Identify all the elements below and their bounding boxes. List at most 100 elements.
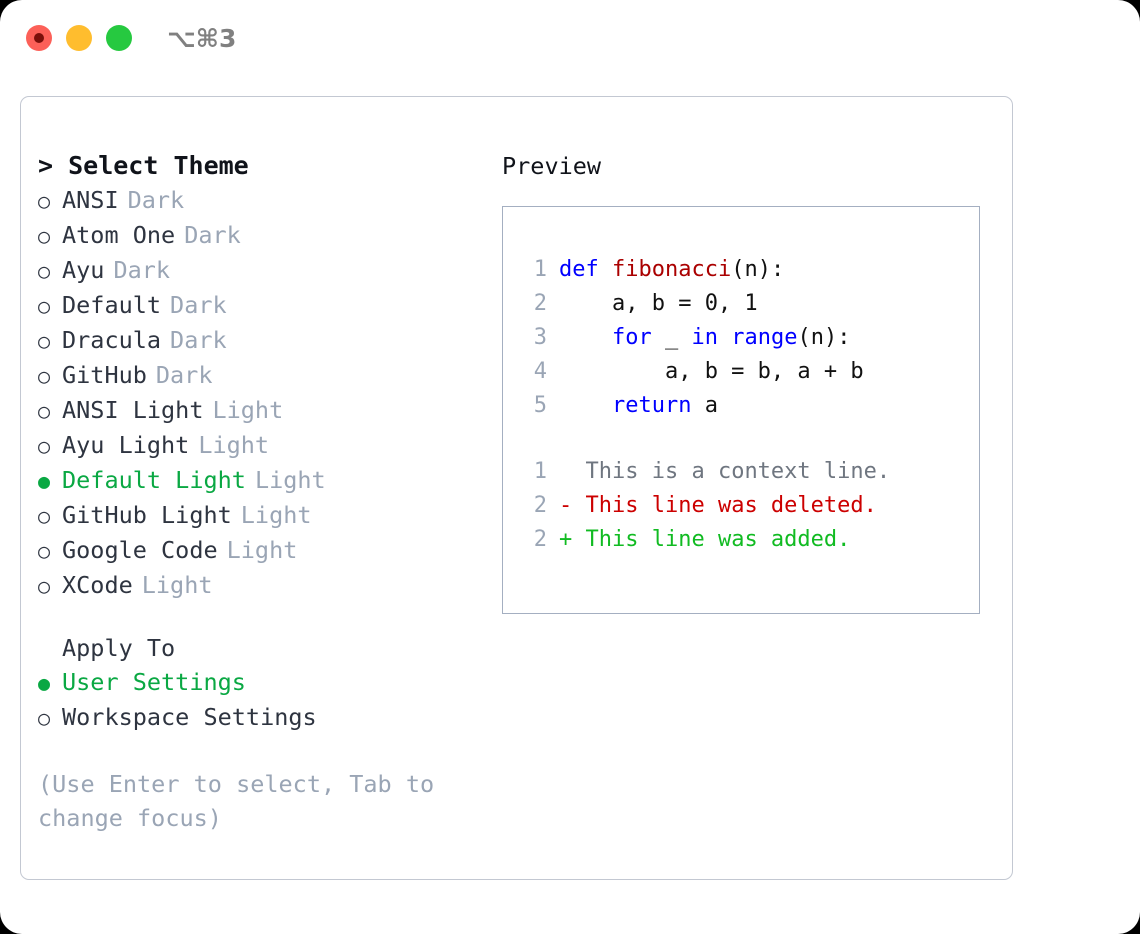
code-token-plain: (n): bbox=[731, 257, 785, 282]
radio-unselected-icon: ○ bbox=[38, 224, 51, 248]
diff-line-text: - This line was deleted. bbox=[559, 489, 877, 523]
radio-unselected-icon: ○ bbox=[38, 504, 51, 528]
theme-option-ayu-light[interactable]: ○ Ayu Light Light bbox=[38, 428, 468, 463]
diff-text: This line was deleted. bbox=[585, 493, 877, 518]
radio-selected-icon: ● bbox=[38, 469, 51, 493]
maximize-button-icon[interactable] bbox=[106, 25, 132, 51]
code-token-kw: in bbox=[691, 325, 718, 350]
diff-line-ctx: 1 This is a context line. bbox=[519, 455, 973, 489]
code-line-text: for _ in range(n): bbox=[559, 321, 850, 355]
theme-option-xcode[interactable]: ○ XCode Light bbox=[38, 568, 468, 603]
radio-unselected-icon: ○ bbox=[38, 574, 51, 598]
radio-unselected-icon: ○ bbox=[38, 364, 51, 388]
theme-option-label: ANSI bbox=[62, 186, 119, 214]
theme-option-category: Dark bbox=[170, 326, 227, 354]
code-line: 3 for _ in range(n): bbox=[519, 321, 973, 355]
code-line-text: def fibonacci(n): bbox=[559, 253, 784, 287]
apply-to-option-label: Workspace Settings bbox=[62, 703, 317, 731]
theme-option-category: Dark bbox=[155, 361, 213, 389]
theme-option-label: Ayu Light bbox=[62, 431, 190, 459]
diff-line-del: 2- This line was deleted. bbox=[519, 489, 973, 523]
theme-option-category: Dark bbox=[113, 256, 171, 284]
radio-unselected-icon: ○ bbox=[38, 539, 51, 563]
diff-line-add: 2 + This line was added. bbox=[519, 523, 973, 557]
theme-option-github[interactable]: ○ GitHub Dark bbox=[38, 358, 468, 393]
radio-unselected-icon: ○ bbox=[38, 329, 51, 353]
diff-sign: + bbox=[559, 527, 586, 552]
code-line-text: a, b = 0, 1 bbox=[559, 287, 758, 321]
radio-unselected-icon: ○ bbox=[38, 294, 51, 318]
code-line: 2 a, b = 0, 1 bbox=[519, 287, 973, 321]
radio-unselected-icon: ○ bbox=[38, 399, 51, 423]
theme-option-ansi[interactable]: ○ ANSI Dark bbox=[38, 183, 468, 218]
radio-unselected-icon: ○ bbox=[38, 706, 51, 730]
diff-line-number: 2 bbox=[533, 527, 547, 552]
code-token-fn: fibonacci bbox=[611, 257, 732, 282]
apply-to-option-label: User Settings bbox=[62, 668, 246, 696]
theme-option-label: Default bbox=[62, 291, 162, 319]
theme-option-category: Light bbox=[226, 536, 298, 564]
minimize-button-icon[interactable] bbox=[66, 25, 92, 51]
code-line-text: a, b = b, a + b bbox=[559, 355, 864, 389]
section-spacer bbox=[38, 603, 468, 631]
radio-unselected-icon: ○ bbox=[38, 189, 51, 213]
code-line-number: 2 bbox=[533, 291, 547, 316]
theme-option-atom-one[interactable]: ○ Atom One Dark bbox=[38, 218, 468, 253]
theme-option-label: XCode bbox=[62, 571, 133, 599]
apply-to-option-workspace-settings[interactable]: ○ Workspace Settings bbox=[38, 700, 468, 735]
apply-to-list[interactable]: ● User Settings ○ Workspace Settings bbox=[38, 665, 468, 735]
theme-option-label: GitHub Light bbox=[62, 501, 232, 529]
theme-option-category: Light bbox=[240, 501, 312, 529]
theme-option-ansi-light[interactable]: ○ ANSI Light Light bbox=[38, 393, 468, 428]
theme-option-default[interactable]: ○ Default Dark bbox=[38, 288, 468, 323]
keyboard-shortcut-label: ⌥⌘3 bbox=[167, 24, 237, 53]
code-token-plain bbox=[559, 325, 612, 350]
diff-text: This is a context line. bbox=[585, 459, 891, 484]
diff-line-number: 1 bbox=[533, 459, 547, 484]
theme-option-label: GitHub bbox=[62, 361, 147, 389]
theme-option-category: Dark bbox=[170, 291, 227, 319]
theme-option-github-light[interactable]: ○ GitHub Light Light bbox=[38, 498, 468, 533]
diff-line-text: This is a context line. bbox=[559, 455, 891, 489]
code-token-plain bbox=[559, 393, 612, 418]
code-line: 4 a, b = b, a + b bbox=[519, 355, 973, 389]
theme-option-category: Light bbox=[254, 466, 326, 494]
theme-option-label: Ayu bbox=[62, 256, 105, 284]
theme-option-category: Light bbox=[198, 431, 270, 459]
code-token-kw: for bbox=[611, 325, 652, 350]
code-token-kw: def bbox=[559, 257, 612, 282]
diff-line-number: 2 bbox=[533, 493, 547, 518]
diff-sample: 1 This is a context line.2- This line wa… bbox=[519, 455, 973, 557]
theme-option-label: Atom One bbox=[62, 221, 176, 249]
close-button-icon[interactable] bbox=[26, 25, 52, 51]
theme-option-category: Light bbox=[141, 571, 213, 599]
code-line-number: 3 bbox=[533, 325, 547, 350]
theme-option-label: ANSI Light bbox=[62, 396, 204, 424]
code-line: 5 return a bbox=[519, 389, 973, 423]
radio-selected-icon: ● bbox=[38, 671, 51, 695]
diff-sign bbox=[559, 459, 586, 484]
window-traffic-lights bbox=[26, 25, 132, 51]
code-token-plain bbox=[718, 325, 731, 350]
theme-option-category: Dark bbox=[127, 186, 185, 214]
diff-sign: - bbox=[559, 493, 586, 518]
preview-title: Preview bbox=[502, 152, 602, 180]
apply-to-option-user-settings[interactable]: ● User Settings bbox=[38, 665, 468, 700]
code-line-number: 4 bbox=[533, 359, 547, 384]
theme-option-category: Light bbox=[212, 396, 284, 424]
diff-line-text: + This line was added. bbox=[559, 523, 850, 557]
theme-list-header: > Select Theme bbox=[38, 151, 249, 180]
radio-unselected-icon: ○ bbox=[38, 434, 51, 458]
theme-option-category: Dark bbox=[184, 221, 241, 249]
code-token-kw: return bbox=[611, 393, 692, 418]
